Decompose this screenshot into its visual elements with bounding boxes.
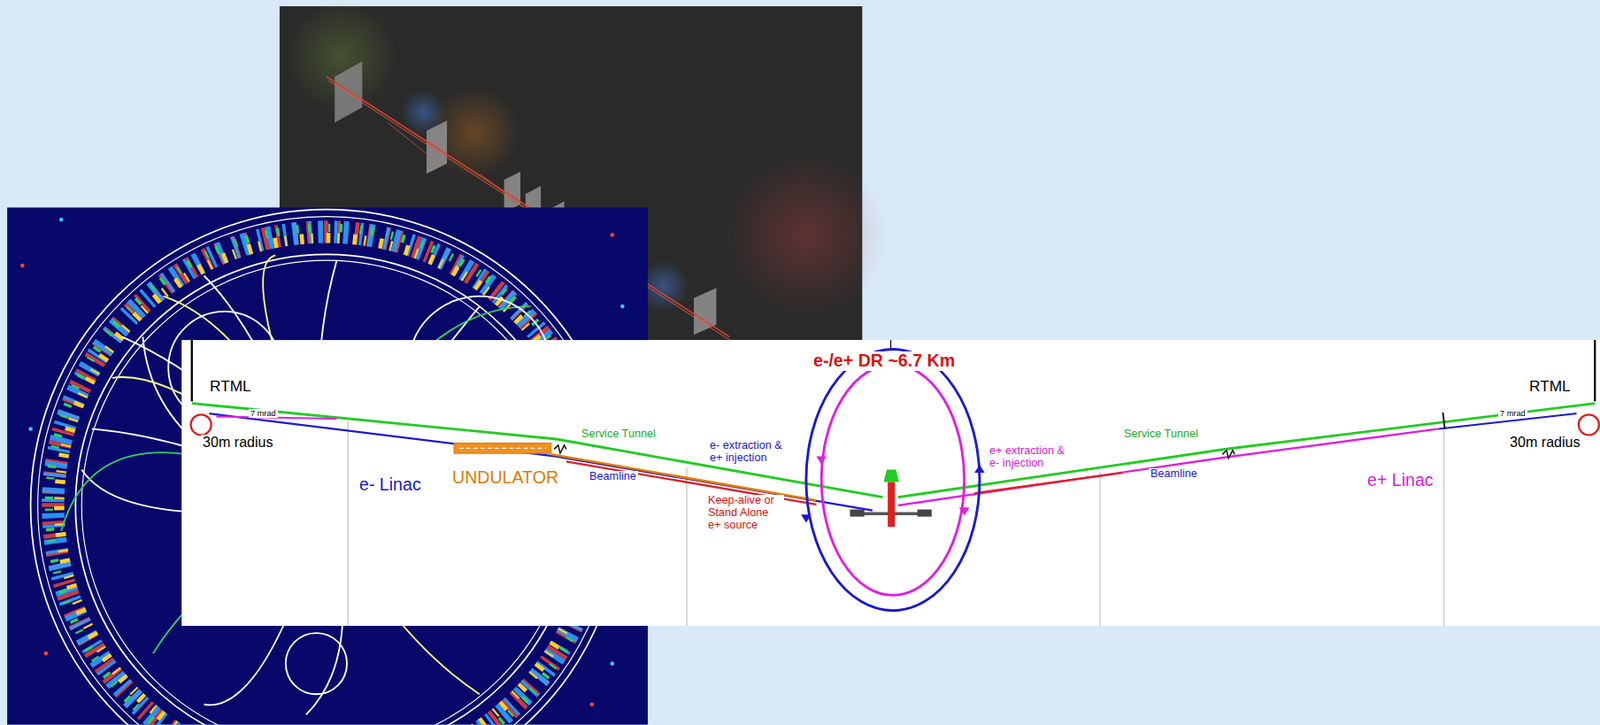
radius-label: 30m radius — [1507, 434, 1583, 451]
injection-note: e- extraction & e+ injection — [707, 439, 793, 465]
beamline-label: Beamline — [1148, 468, 1200, 481]
injection-note: e+ extraction & e- injection — [987, 445, 1077, 470]
tunnel-label: Service Tunnel — [1122, 428, 1200, 441]
beamline-label: Beamline — [587, 470, 639, 484]
section-name: RTML — [207, 377, 254, 395]
linac-name: e+ Linac — [1365, 470, 1436, 491]
source-note: Keep-alive or Stand Alone e+ source — [706, 494, 785, 532]
ring-name: e-/e+ DR ~6.7 Km — [811, 351, 957, 371]
undulator-name: UNDULATOR — [450, 468, 561, 488]
angle-label: 7 mrad — [1498, 408, 1528, 418]
accelerator-layout — [181, 339, 1600, 626]
radius-label: 30m radius — [200, 434, 276, 451]
section-name: RTML — [1527, 377, 1573, 395]
linac-name: e- Linac — [357, 475, 424, 495]
tunnel-label: Service Tunnel — [579, 428, 658, 441]
angle-label: 7 mrad — [248, 408, 278, 418]
